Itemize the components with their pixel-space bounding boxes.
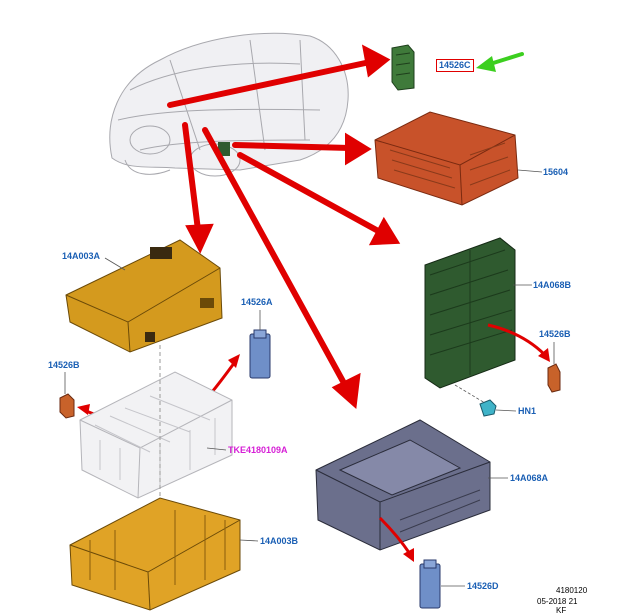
arrow-bcm-fuse xyxy=(487,323,550,362)
callout-arrows xyxy=(167,44,401,410)
footer-line-3: KF xyxy=(556,606,567,615)
footer-line-1: 4180120 xyxy=(556,586,588,595)
label-tke4180109a: TKE4180109A xyxy=(228,445,288,455)
label-14a068a: 14A068A xyxy=(510,473,549,483)
leader-tke xyxy=(206,447,227,451)
part-14a068b xyxy=(424,237,516,389)
label-14a003a: 14A003A xyxy=(62,251,101,261)
leader-15604 xyxy=(517,169,543,173)
part-14526d xyxy=(419,559,441,609)
label-14a003b: 14A003B xyxy=(260,536,299,546)
bcm-location-marker xyxy=(218,142,230,156)
part-15604 xyxy=(374,111,519,206)
label-15604: 15604 xyxy=(543,167,569,177)
leader-14a003b xyxy=(239,539,259,542)
part-14526b-right xyxy=(547,363,561,393)
label-14526c: 14526C xyxy=(436,59,474,72)
label-14526b-right: 14526B xyxy=(539,329,571,339)
part-tke4180109a xyxy=(79,371,233,499)
label-14526a: 14526A xyxy=(241,297,273,307)
label-14526d: 14526D xyxy=(467,581,499,591)
highlight-arrow xyxy=(476,52,524,72)
part-14526c xyxy=(391,44,415,91)
leader-hn1 xyxy=(495,409,517,412)
label-14526b-left: 14526B xyxy=(48,360,80,370)
leader-14a003a xyxy=(104,257,126,271)
label-14a068b: 14A068B xyxy=(533,280,572,290)
part-14526a xyxy=(249,329,271,379)
part-14a003b xyxy=(69,497,241,611)
vehicle-outline xyxy=(109,32,349,177)
part-hn1 xyxy=(479,399,497,417)
leader-hn1-dashed xyxy=(454,384,486,404)
footer-line-2: 05-2018 21 xyxy=(537,597,578,606)
label-hn1: HN1 xyxy=(518,406,537,416)
part-14a068a xyxy=(315,419,491,551)
part-14a003a xyxy=(65,239,223,353)
arrow-14526d xyxy=(378,516,414,562)
part-14526b-left xyxy=(59,393,75,419)
